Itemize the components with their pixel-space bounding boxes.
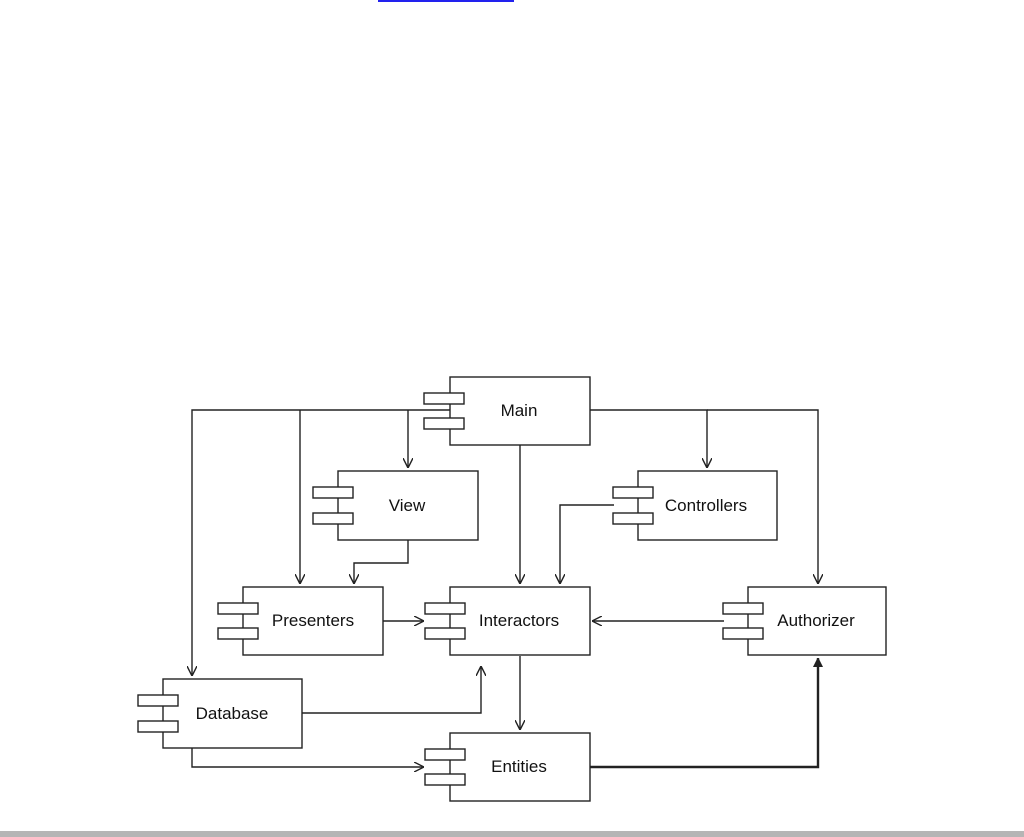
component-presenters: Presenters <box>217 586 384 656</box>
component-tab-icon <box>722 602 764 615</box>
component-tab-icon <box>424 602 466 615</box>
component-tab-icon <box>722 627 764 640</box>
component-tab-icon <box>424 627 466 640</box>
component-tab-icon <box>312 486 354 499</box>
arrow-database-to-interactors <box>302 666 481 714</box>
component-tab-icon <box>612 512 654 525</box>
component-label-presenters: Presenters <box>272 611 354 630</box>
component-tab-icon <box>423 392 465 405</box>
arrow-view-to-presenters <box>354 540 409 584</box>
component-main: Main <box>423 376 591 446</box>
component-label-database: Database <box>196 704 269 723</box>
connectors <box>191 409 818 769</box>
arrow-database-to-entities <box>191 748 424 767</box>
component-label-authorizer: Authorizer <box>777 611 855 630</box>
component-label-view: View <box>389 496 426 515</box>
arrow-entities-to-authorizer <box>590 658 818 769</box>
component-database: Database <box>137 678 303 749</box>
component-interactors: Interactors <box>424 586 591 656</box>
arrow-controllers-to-interactors <box>560 504 614 584</box>
component-tab-icon <box>423 417 465 430</box>
footer-divider <box>0 831 1024 837</box>
link-underline[interactable] <box>378 0 514 2</box>
component-tab-icon <box>424 773 466 786</box>
arrow-main-to-database <box>192 409 450 676</box>
component-label-interactors: Interactors <box>479 611 559 630</box>
component-tab-icon <box>137 694 179 707</box>
component-entities: Entities <box>424 732 591 802</box>
component-label-entities: Entities <box>491 757 547 776</box>
component-tab-icon <box>312 512 354 525</box>
component-tab-icon <box>217 627 259 640</box>
component-label-controllers: Controllers <box>665 496 747 515</box>
component-tab-icon <box>217 602 259 615</box>
component-label-main: Main <box>501 401 538 420</box>
component-view: View <box>312 470 479 541</box>
arrow-main-to-authorizer <box>707 409 818 584</box>
component-tab-icon <box>137 720 179 733</box>
component-authorizer: Authorizer <box>722 586 887 656</box>
component-tab-icon <box>612 486 654 499</box>
arrow-main-to-controllers <box>590 409 707 468</box>
component-controllers: Controllers <box>612 470 778 541</box>
component-tab-icon <box>424 748 466 761</box>
